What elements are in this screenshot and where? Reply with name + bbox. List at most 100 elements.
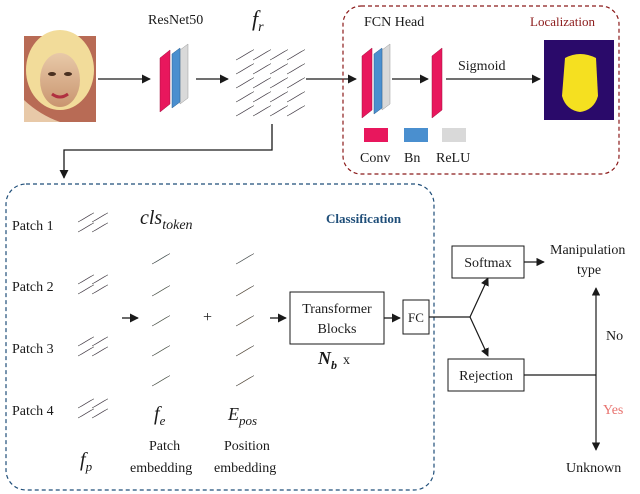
feature-map-fr (235, 49, 306, 117)
arrow-fc-to-softmax (469, 277, 489, 318)
patch-bar (91, 336, 109, 347)
legend-swatch-relu (442, 128, 466, 142)
feature-bar (235, 49, 255, 61)
feature-bar (269, 63, 289, 75)
patch-bar (91, 284, 109, 295)
feature-bar (269, 105, 289, 117)
fe-label: fe (154, 403, 166, 428)
feature-bar (235, 63, 255, 75)
backbone-label: ResNet50 (148, 13, 203, 28)
fcn-head-block (361, 43, 391, 119)
fc-label: FC (408, 310, 424, 325)
embedding-bar (151, 285, 171, 297)
resnet50-block (159, 43, 189, 113)
patch-bar (91, 398, 109, 409)
localization-label: Localization (530, 14, 595, 29)
patch-bar (77, 274, 95, 285)
unknown-label: Unknown (566, 461, 621, 476)
cls-token-bar (151, 253, 171, 265)
position-bar (235, 285, 255, 297)
feature-bar (252, 91, 272, 103)
manipulation-line1: Manipulation (550, 243, 625, 258)
patch-bar (77, 284, 95, 295)
arrow-fc-to-rejection (469, 316, 489, 357)
patch-label-1: Patch 1 (12, 219, 54, 234)
patch-label-2: Patch 2 (12, 280, 54, 295)
legend-swatch-bn (404, 128, 428, 142)
legend-swatch-conv (364, 128, 388, 142)
patch-bar (91, 212, 109, 223)
legend-label-conv: Conv (360, 151, 390, 166)
feature-bar (269, 77, 289, 89)
localization-mask (544, 40, 614, 120)
layer-legend: Conv Bn ReLU (360, 128, 470, 166)
fp-label: fp (80, 449, 93, 474)
feature-bar (286, 77, 306, 89)
cls-token-label: clstoken (140, 207, 193, 233)
patch-embedding-line1: Patch (149, 439, 180, 454)
feature-bar (235, 77, 255, 89)
feature-bar (252, 63, 272, 75)
patch-features (77, 212, 109, 419)
legend-label-bn: Bn (404, 151, 420, 166)
patch-bar (77, 222, 95, 233)
feature-bar (252, 49, 272, 61)
arrow-features-to-classification (59, 124, 273, 179)
yes-label: Yes (603, 403, 623, 418)
feature-bar (269, 49, 289, 61)
plus-sign: + (203, 309, 212, 326)
patch-embedding-column (151, 253, 171, 387)
softmax-label: Softmax (464, 256, 511, 271)
patch-label-4: Patch 4 (12, 404, 54, 419)
fcn-output-layer (431, 47, 443, 119)
rejection-label: Rejection (459, 369, 513, 384)
manipulation-line2: type (577, 263, 601, 278)
patch-bar (77, 408, 95, 419)
patch-label-3: Patch 3 (12, 342, 54, 357)
patch-bar (91, 274, 109, 285)
transformer-blocks-box (289, 291, 385, 345)
position-bar (235, 375, 255, 387)
feature-bar (252, 105, 272, 117)
legend-label-relu: ReLU (436, 151, 470, 166)
transformer-line1: Transformer (302, 302, 372, 317)
classification-title: Classification (326, 211, 402, 226)
feature-bar (235, 91, 255, 103)
fcn-head-label: FCN Head (364, 15, 424, 30)
epos-label: Epos (227, 404, 257, 428)
feature-bar (286, 63, 306, 75)
position-embedding-column (235, 253, 255, 387)
embedding-bar (151, 315, 171, 327)
patch-bar (77, 346, 95, 357)
patch-bar (91, 408, 109, 419)
position-embedding-line1: Position (224, 439, 270, 454)
feature-bar (286, 105, 306, 117)
position-bar (235, 345, 255, 357)
position-embedding-line2: embedding (214, 461, 276, 476)
patch-embedding-line2: embedding (130, 461, 192, 476)
localization-branch-box (342, 5, 620, 175)
feature-bar (235, 105, 255, 117)
feature-bar (286, 91, 306, 103)
rejection-box (447, 358, 525, 392)
no-label: No (606, 329, 623, 344)
feature-bar (252, 77, 272, 89)
patch-bar (77, 212, 95, 223)
patch-bar (77, 336, 95, 347)
input-face-image (24, 30, 96, 122)
position-bar-cls (235, 253, 255, 265)
patch-bar (91, 222, 109, 233)
feature-label-fr: fr (252, 6, 264, 35)
position-bar (235, 315, 255, 327)
patch-bar (91, 346, 109, 357)
patch-bar (77, 398, 95, 409)
classification-branch-box (5, 183, 435, 491)
embedding-bar (151, 345, 171, 357)
feature-bar (269, 91, 289, 103)
sigmoid-label: Sigmoid (458, 59, 505, 74)
embedding-bar (151, 375, 171, 387)
transformer-line2: Blocks (318, 322, 357, 337)
feature-bar (286, 49, 306, 61)
